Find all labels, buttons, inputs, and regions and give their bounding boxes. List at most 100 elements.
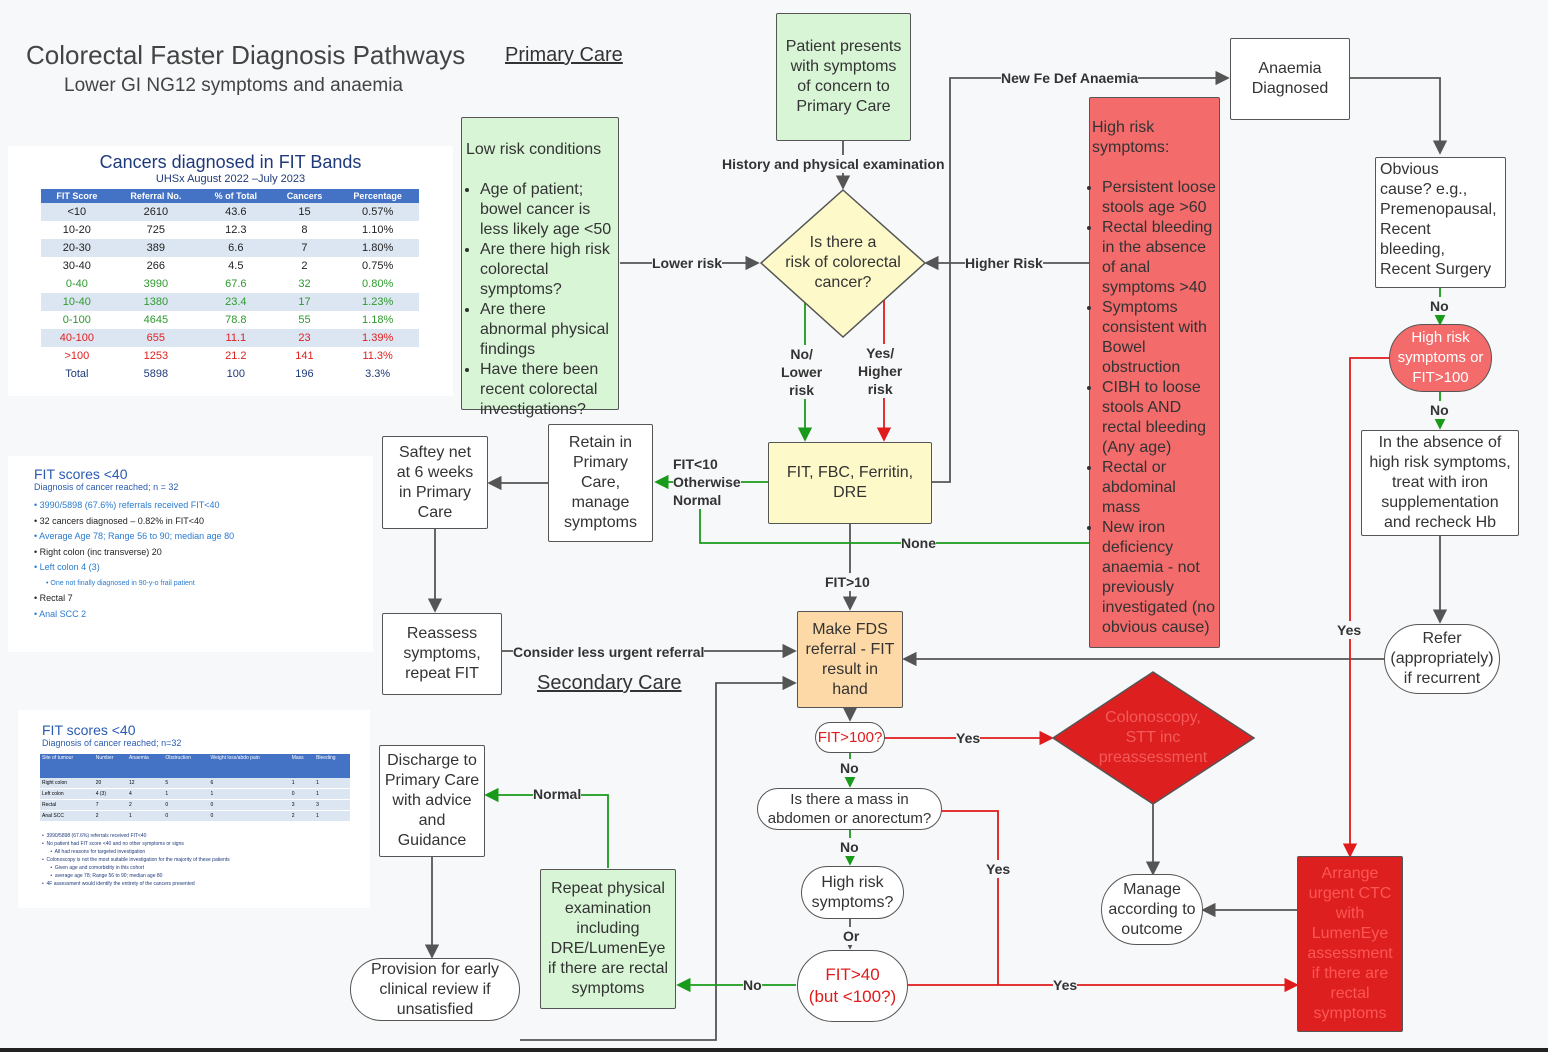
fit40-site-cell: 0 — [163, 810, 209, 822]
list-item: New iron deficiency anaemia - not previo… — [1102, 518, 1217, 638]
secondary-care-heading: Secondary Care — [537, 672, 682, 694]
fit-bands-cell: 23 — [272, 329, 337, 347]
provision-node[interactable]: Provision for early clinical review if u… — [350, 958, 520, 1021]
high-risk-fit-node[interactable]: High risk symptoms or FIT>100 — [1389, 324, 1492, 392]
fit-bands-cell: 0-100 — [62, 314, 91, 326]
list-item: Are there abnormal physical findings — [480, 300, 614, 360]
label-higher-risk: Higher Risk — [965, 254, 1043, 272]
fit-bands-subtitle: UHSx August 2022 –July 2023 — [155, 173, 306, 185]
fit-bands-title: Cancers diagnosed in FIT Bands — [99, 152, 362, 172]
fit-bands-cell: 55 — [298, 314, 311, 326]
high-risk-box[interactable]: High risk symptoms: Persistent loose sto… — [1089, 97, 1220, 648]
fit40-summary-bullet: • Anal SCC 2 — [34, 608, 87, 619]
fit40-site-cell: Anal SCC — [40, 810, 94, 822]
fit40-site-header-cell: Mass — [289, 754, 315, 778]
label-normal: Normal — [533, 785, 582, 803]
fit40-summary-bullet: • 3990/5898 (67.6%) referrals received F… — [34, 500, 220, 510]
fit-bands-cell: 1.23% — [336, 293, 419, 311]
retain-node[interactable]: Retain in Primary Care, manage symptoms — [548, 424, 653, 542]
fit-bands-cell: 78.8 — [225, 314, 247, 326]
saftey-net-node[interactable]: Saftey net at 6 weeks in Primary Care — [382, 436, 488, 529]
fit40-table-subtitle: Diagnosis of cancer reached; n=32 — [42, 738, 182, 748]
list-item: Persistent loose stools age >60 — [1102, 178, 1217, 218]
fit40-table-note: • No patient had FIT score <40 and no ot… — [42, 841, 184, 847]
fit40-summary-title: FIT scores <40 — [34, 466, 128, 482]
label-yes-mass: Yes — [986, 860, 1011, 878]
fit-bands-cell: 725 — [146, 224, 166, 236]
anaemia-node[interactable]: Anaemia Diagnosed — [1230, 38, 1350, 120]
edge-provision-fds — [520, 675, 797, 1041]
label-none: None — [901, 534, 936, 552]
fit-bands-cell: 0.57% — [336, 203, 419, 221]
fit-bands-cell: 21.2 — [225, 350, 247, 362]
mass-question-node[interactable]: Is there a mass in abdomen or anorectum? — [757, 788, 942, 830]
fit-bands-cell: 655 — [112, 329, 200, 347]
fit-bands-cell: 67.6 — [225, 278, 247, 290]
fit-bands-cell: 100 — [226, 368, 245, 380]
fit-fbc-node[interactable]: FIT, FBC, Ferritin, DRE — [768, 442, 932, 524]
discharge-node[interactable]: Discharge to Primary Care with advice an… — [379, 745, 485, 857]
primary-care-heading: Primary Care — [505, 44, 623, 66]
obvious-cause-node[interactable]: Obvious cause? e.g., Premenopausal, Rece… — [1375, 157, 1506, 288]
risk-question-node[interactable]: Is there a risk of colorectal cancer? — [785, 234, 901, 291]
fit-bands-header-cell: % of Total — [199, 189, 273, 203]
fit40-site-header-cell: Bleeding — [314, 754, 350, 778]
fit40-site-header-cell: Number — [93, 754, 128, 778]
fit-bands-cell: 1.80% — [336, 239, 419, 257]
high-risk-question-node[interactable]: High risk symptoms? — [801, 866, 904, 919]
fit-bands-cell: 1.10% — [362, 224, 394, 236]
fit40-site-cell: 3 — [314, 799, 350, 811]
edge-yes-mass — [940, 810, 999, 985]
fit40-table-title: FIT scores <40 — [42, 722, 136, 738]
fit40-site-cell: 20 — [93, 778, 128, 789]
fit40-site-cell: 5 — [163, 778, 209, 789]
fit40-summary-bullet: • 32 cancers diagnosed – 0.82% in FIT<40 — [34, 515, 205, 526]
list-item: CIBH to loose stools AND rectal bleeding… — [1102, 378, 1217, 458]
fit-bands-cell: 1.39% — [336, 329, 419, 347]
fit40-site-header-cell: Anaemia — [127, 754, 164, 778]
make-fds-node[interactable]: Make FDS referral - FIT result in hand — [797, 611, 903, 708]
reassess-node[interactable]: Reassess symptoms, repeat FIT — [382, 613, 502, 695]
label-no-lower: No/ Lower risk — [781, 345, 823, 399]
arrange-ctc-node[interactable]: Arrange urgent CTC with LumenEye assessm… — [1297, 856, 1403, 1032]
fit40-site-cell: 6 — [208, 778, 290, 789]
fit40-site-cell: 0 — [163, 799, 209, 811]
fit-bands-cell: 1253 — [143, 350, 169, 362]
refer-node[interactable]: Refer (appropriately) if recurrent — [1384, 624, 1500, 694]
high-risk-list: Persistent loose stools age >60Rectal bl… — [1092, 178, 1217, 638]
fit100-node[interactable]: FIT>100? — [815, 722, 885, 753]
repeat-exam-node[interactable]: Repeat physical examination including DR… — [540, 869, 676, 1009]
fit40-site-cell: 0 — [208, 799, 290, 811]
edge-anaemia-obvious — [1350, 77, 1448, 155]
label-no-obvious: No — [1430, 297, 1449, 315]
fit-bands-cell: 4645 — [143, 314, 169, 326]
label-consider: Consider less urgent referral — [513, 643, 705, 661]
fit-bands-cell: 6.6 — [199, 239, 273, 257]
colonoscopy-node[interactable]: Colonoscopy, STT inc preassessment — [1098, 709, 1208, 766]
low-risk-box[interactable]: Low risk conditions Age of patient; bowe… — [461, 117, 619, 418]
absence-node[interactable]: In the absence of high risk symptoms, tr… — [1361, 430, 1519, 536]
fit40-table-note: • All had reasons for targeted investiga… — [42, 849, 146, 855]
fit-bands-cell: 266 — [146, 260, 166, 272]
manage-node[interactable]: Manage according to outcome — [1101, 874, 1203, 945]
fit40-table-notes: • 3990/5898 (67.6%) referrals received F… — [42, 832, 370, 888]
fit-bands-cell: 0.75% — [362, 260, 394, 272]
label-yes-fit40: Yes — [1053, 976, 1078, 994]
fit40-node[interactable]: FIT>40 (but <100?) — [797, 950, 908, 1022]
patient-presents-node[interactable]: Patient presents with symptoms of concer… — [776, 13, 911, 141]
fit-bands-cell: 11.1 — [199, 329, 273, 347]
fit40-site-cell: 4 (3) — [93, 788, 128, 800]
fit40-site-header-cell: Site of tumour — [40, 754, 94, 778]
low-risk-title: Low risk conditions — [466, 141, 602, 158]
label-yes-arrange: Yes — [1337, 621, 1362, 639]
fit40-site-cell: Left colon — [40, 788, 94, 800]
fit-bands-cell: 7 — [272, 239, 337, 257]
